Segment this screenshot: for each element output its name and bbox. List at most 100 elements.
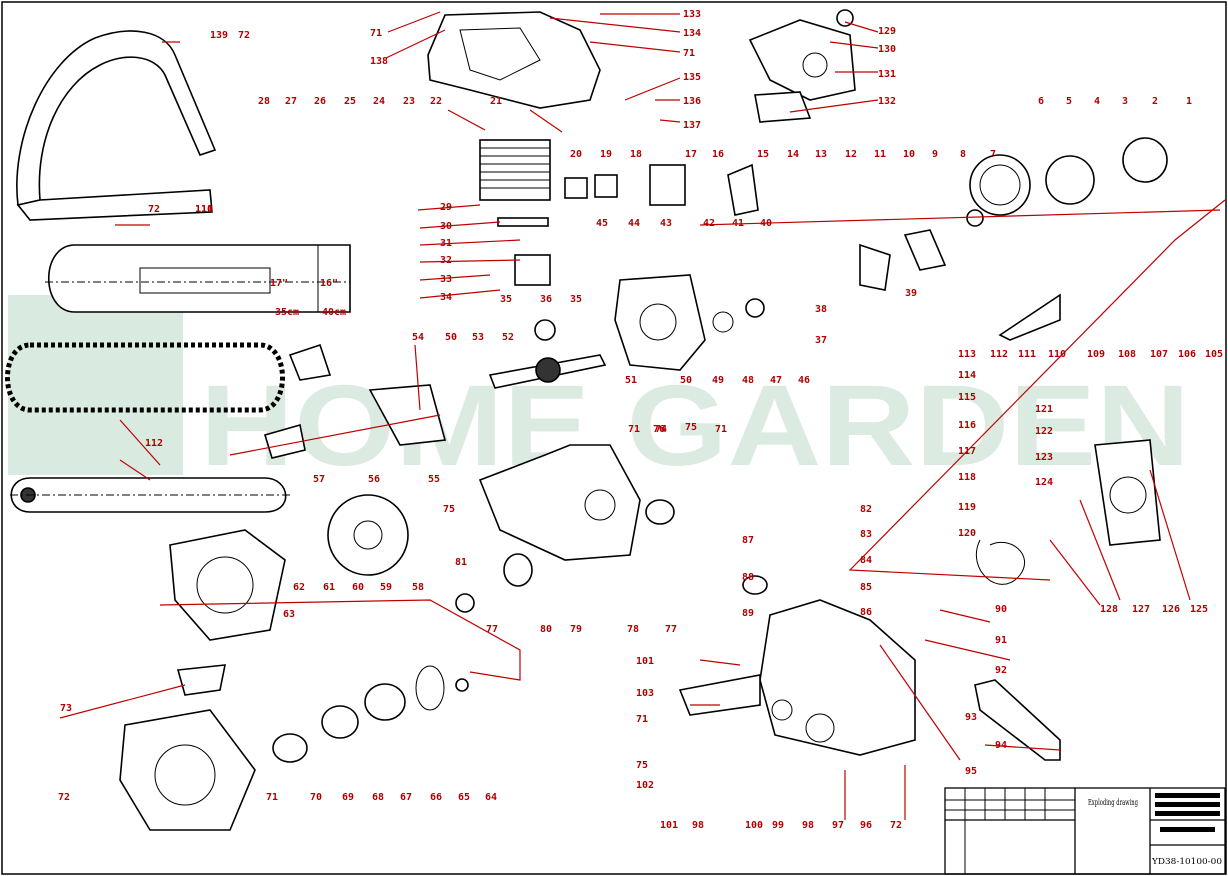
part-label-35b: 35 xyxy=(570,294,582,305)
part-label-130: 130 xyxy=(878,44,896,55)
part-label-71b: 71 xyxy=(683,48,695,59)
part-label-135: 135 xyxy=(683,72,701,83)
part-label-12: 12 xyxy=(845,149,857,160)
part-label-90: 90 xyxy=(995,604,1007,615)
part-label-1: 1 xyxy=(1186,96,1192,107)
part-label-68: 68 xyxy=(372,792,384,803)
part-label-15: 15 xyxy=(757,149,769,160)
part-label-85: 85 xyxy=(860,582,872,593)
part-label-112a: 112 xyxy=(990,349,1008,360)
part-label-31: 31 xyxy=(440,238,452,249)
part-label-50b: 50 xyxy=(680,375,692,386)
part-label-93: 93 xyxy=(965,712,977,723)
part-label-79: 79 xyxy=(570,624,582,635)
part-label-116: 116 xyxy=(958,420,976,431)
part-label-23: 23 xyxy=(403,96,415,107)
part-label-71d: 71 xyxy=(715,424,727,435)
part-label-20: 20 xyxy=(570,149,582,160)
part-label-77b: 77 xyxy=(665,624,677,635)
part-label-25: 25 xyxy=(344,96,356,107)
part-label-132: 132 xyxy=(878,96,896,107)
part-label-115: 115 xyxy=(958,392,976,403)
title-block-drawing-no: YD38-10100-00 xyxy=(1151,857,1222,866)
part-label-78: 78 xyxy=(627,624,639,635)
watermark-text: HOME GARDEN xyxy=(200,362,1190,490)
part-label-71e: 71 xyxy=(636,714,648,725)
part-label-71c: 71 xyxy=(628,424,640,435)
part-label-114: 114 xyxy=(958,370,976,381)
part-label-42: 42 xyxy=(703,218,715,229)
part-label-44: 44 xyxy=(628,218,640,229)
bar-cover: 17" 16" 35cm 40cm xyxy=(45,244,351,318)
part-label-108: 108 xyxy=(1118,349,1136,360)
part-label-124: 124 xyxy=(1035,477,1053,488)
part-label-134: 134 xyxy=(683,28,701,39)
part-label-24: 24 xyxy=(373,96,385,107)
part-label-19: 19 xyxy=(600,149,612,160)
part-label-138: 138 xyxy=(370,56,388,67)
part-label-51: 51 xyxy=(625,375,637,386)
part-label-73: 73 xyxy=(60,703,72,714)
part-label-89: 89 xyxy=(742,608,754,619)
part-label-33: 33 xyxy=(440,274,452,285)
carburetor xyxy=(564,163,759,216)
oil-pump xyxy=(712,243,891,333)
part-label-8: 8 xyxy=(960,149,966,160)
part-label-72d: 72 xyxy=(890,820,902,831)
part-label-111b: 111 xyxy=(195,204,213,215)
air-filter-cover xyxy=(748,9,856,123)
part-label-41: 41 xyxy=(732,218,744,229)
part-label-131: 131 xyxy=(878,69,896,80)
part-label-35a: 35 xyxy=(500,294,512,305)
part-label-72c: 72 xyxy=(58,792,70,803)
part-label-9: 9 xyxy=(932,149,938,160)
part-label-55: 55 xyxy=(428,474,440,485)
part-label-36: 36 xyxy=(540,294,552,305)
part-label-80: 80 xyxy=(540,624,552,635)
saw-chain xyxy=(5,342,285,413)
part-label-122: 122 xyxy=(1035,426,1053,437)
crankcase xyxy=(614,274,706,371)
part-label-72b: 72 xyxy=(148,204,160,215)
part-label-96: 96 xyxy=(860,820,872,831)
part-label-103: 103 xyxy=(636,688,654,699)
part-label-17: 17 xyxy=(685,149,697,160)
part-label-76: 76 xyxy=(653,424,665,435)
part-label-47: 47 xyxy=(770,375,782,386)
part-label-60: 60 xyxy=(352,582,364,593)
part-label-10: 10 xyxy=(903,149,915,160)
ignition-and-flywheel xyxy=(263,343,447,576)
part-label-75b: 75 xyxy=(443,504,455,515)
part-label-77a: 77 xyxy=(486,624,498,635)
part-label-110a: 110 xyxy=(1048,349,1066,360)
part-label-39: 39 xyxy=(905,288,917,299)
part-label-74: 74 xyxy=(655,424,667,435)
part-label-67: 67 xyxy=(400,792,412,803)
part-label-64: 64 xyxy=(485,792,497,803)
part-label-62: 62 xyxy=(293,582,305,593)
part-label-5: 5 xyxy=(1066,96,1072,107)
part-label-88: 88 xyxy=(742,572,754,583)
part-label-83: 83 xyxy=(860,529,872,540)
part-label-129: 129 xyxy=(878,26,896,37)
leader-lines xyxy=(59,11,1226,820)
part-label-7: 7 xyxy=(990,149,996,160)
part-label-6: 6 xyxy=(1038,96,1044,107)
part-label-43: 43 xyxy=(660,218,672,229)
clutch-assembly xyxy=(903,137,1168,271)
part-label-125: 125 xyxy=(1190,604,1208,615)
brake-assembly xyxy=(975,293,1161,585)
part-label-86: 86 xyxy=(860,607,872,618)
part-label-46: 46 xyxy=(798,375,810,386)
part-label-98a: 98 xyxy=(692,820,704,831)
part-label-121: 121 xyxy=(1035,404,1053,415)
part-label-29: 29 xyxy=(440,202,452,213)
part-label-105: 105 xyxy=(1205,349,1223,360)
guide-bar xyxy=(10,477,290,513)
part-label-14: 14 xyxy=(787,149,799,160)
part-label-58: 58 xyxy=(412,582,424,593)
part-label-48: 48 xyxy=(742,375,754,386)
part-label-54: 54 xyxy=(412,332,424,343)
part-label-106: 106 xyxy=(1178,349,1196,360)
